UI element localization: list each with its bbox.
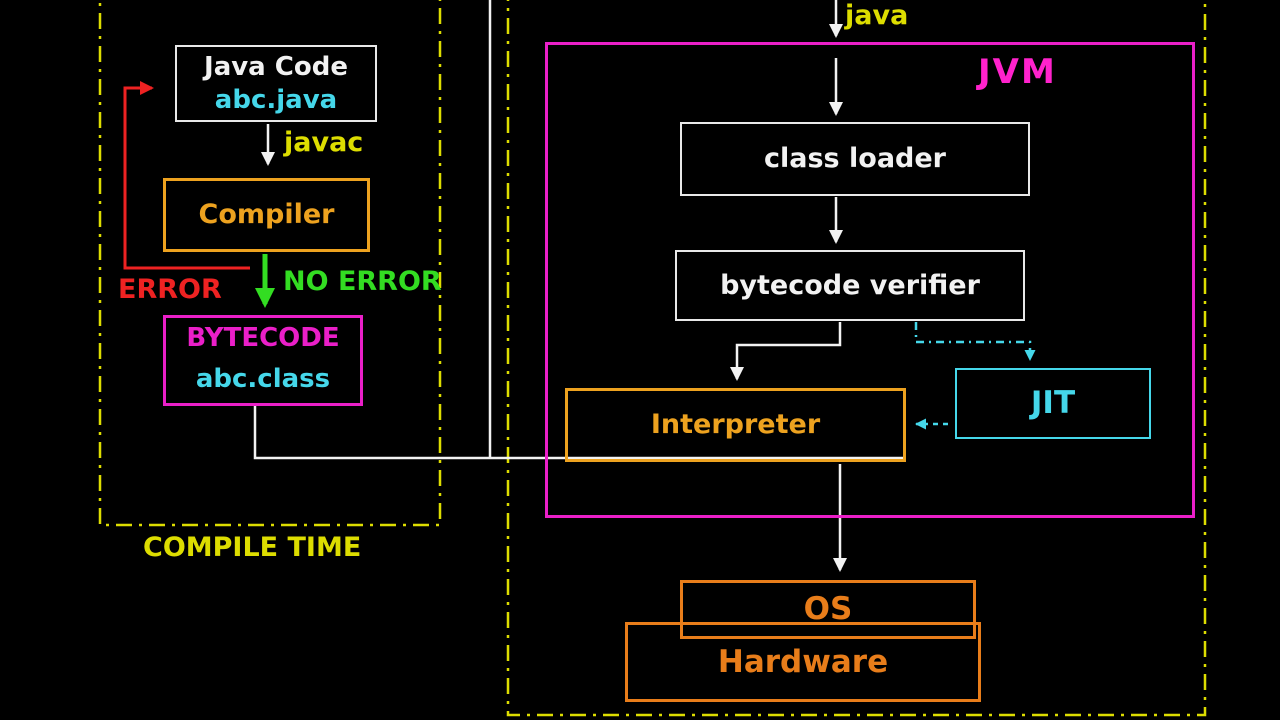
hardware-label: Hardware — [717, 643, 889, 680]
compiler-label: Compiler — [198, 199, 335, 231]
no-error-label: NO ERROR — [283, 266, 442, 297]
interpreter-box: Interpreter — [565, 388, 906, 462]
compile-time-region-label: COMPILE TIME — [143, 532, 362, 563]
os-label: OS — [803, 591, 853, 628]
compiler-box: Compiler — [163, 178, 370, 252]
bytecode-verifier-box: bytecode verifier — [675, 250, 1025, 321]
error-label: ERROR — [118, 274, 222, 305]
hardware-box: Hardware — [625, 622, 981, 702]
bytecode-filename: abc.class — [195, 363, 331, 394]
java-code-title: Java Code — [204, 52, 348, 82]
bytecode-verifier-label: bytecode verifier — [720, 269, 980, 301]
bytecode-title: BYTECODE — [186, 323, 340, 353]
java-code-box: Java Code abc.java — [175, 45, 377, 122]
java-code-filename: abc.java — [214, 84, 338, 115]
interpreter-label: Interpreter — [650, 409, 821, 441]
java-command-label: java — [845, 0, 909, 31]
class-loader-label: class loader — [764, 143, 946, 175]
os-box: OS — [680, 580, 976, 639]
jvm-box — [545, 42, 1195, 518]
jit-label: JIT — [1030, 385, 1076, 422]
jit-box: JIT — [955, 368, 1151, 439]
jvm-label: JVM — [978, 52, 1057, 92]
javac-label: javac — [284, 127, 364, 158]
bytecode-box: BYTECODE abc.class — [163, 315, 363, 406]
class-loader-box: class loader — [680, 122, 1030, 196]
